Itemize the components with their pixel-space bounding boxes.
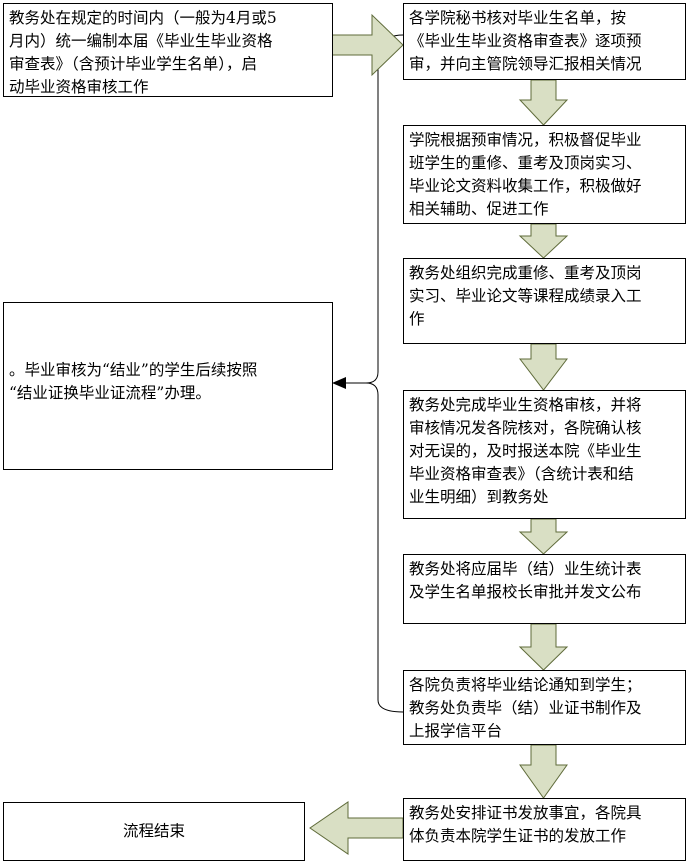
step3-box: 教务处组织完成重修、重考及顶岗 实习、毕业论文等课程成绩录入工 作 <box>403 258 686 344</box>
side-note-box: 。毕业审核为“结业”的学生后续按照 “结业证换毕业证流程”办理。 <box>3 302 333 470</box>
arrow-left-end <box>309 801 404 855</box>
start-box: 教务处在规定的时间内（一般为4月或5 月内）统一编制本届《毕业生毕业资格 审查表… <box>3 3 333 97</box>
arrow-down-6 <box>519 744 568 799</box>
step5-box: 教务处将应届毕（结）业生统计表 及学生名单报校长审批并发文公布 <box>403 554 686 624</box>
step4-box: 教务处完成毕业生资格审核，并将 审核情况发各院核对，各院确认核 对无误的，及时报… <box>403 390 686 519</box>
arrow-down-3 <box>518 343 569 391</box>
arrow-down-4 <box>518 518 569 555</box>
step7-box: 教务处安排证书发放事宜，各院具 体负责本院学生证书的发放工作 <box>403 798 686 861</box>
step2-box: 学院根据预审情况，积极督促毕业 班学生的重修、重考及顶岗实习、 毕业论文资料收集… <box>403 125 686 224</box>
step6-box: 各院负责将毕业结论通知到学生； 教务处负责毕（结）业证书制作及 上报学信平台 <box>403 670 686 745</box>
arrow-down-2 <box>518 223 569 259</box>
arrow-right-start <box>331 13 404 77</box>
arrow-down-5 <box>518 623 569 671</box>
step1-box: 各学院秘书核对毕业生名单，按 《毕业生毕业资格审查表》逐项预 审，并向主管院领导… <box>403 3 686 80</box>
connector-line <box>365 34 404 713</box>
end-box: 流程结束 <box>3 802 305 861</box>
side-arrowhead <box>332 377 346 389</box>
arrow-down-1 <box>518 79 569 126</box>
